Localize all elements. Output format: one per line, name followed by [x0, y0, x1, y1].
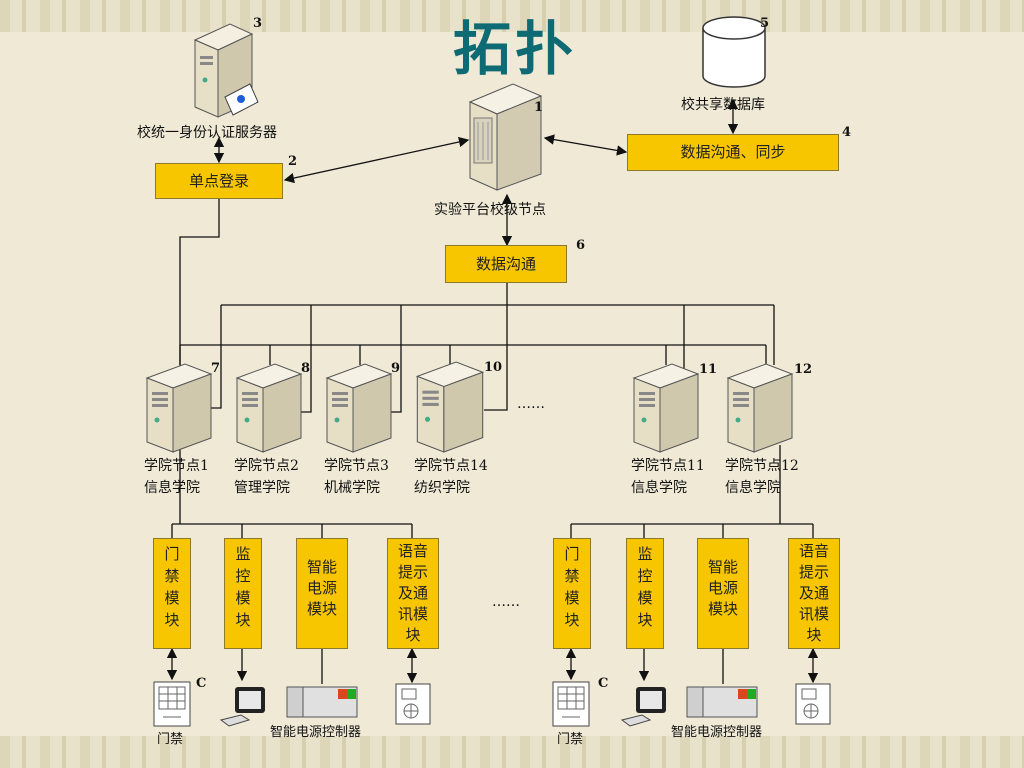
sso-box: 单点登录	[155, 163, 283, 199]
college-name: 机械学院	[324, 480, 380, 496]
ellipsis-colleges: ……	[517, 396, 545, 412]
page-title: 拓扑	[452, 15, 577, 83]
college-server-icon	[415, 361, 485, 453]
platform-server-icon	[468, 83, 543, 191]
college-name: 信息学院	[144, 480, 200, 496]
node-number-8: 8	[301, 361, 311, 376]
module-door-right: 门禁模块	[553, 538, 591, 649]
power-controller-icon	[286, 686, 358, 718]
power-controller-label-left: 智能电源控制器	[270, 725, 362, 740]
module-voice-left: 语音提示及通讯模块	[387, 538, 439, 649]
c-mark-right: C	[598, 676, 609, 691]
college-label: 学院节点3 机械学院	[324, 455, 389, 499]
speaker-phone-icon	[795, 683, 831, 725]
college-label: 学院节点1 信息学院	[144, 455, 209, 499]
database-icon	[702, 16, 766, 88]
college-node-name: 学院节点12	[725, 458, 799, 474]
college-node-name: 学院节点11	[631, 458, 705, 474]
college-name: 管理学院	[234, 480, 290, 496]
node-number-7: 7	[211, 361, 221, 376]
node-number-5: 5	[760, 16, 770, 31]
database-label: 校共享数据库	[681, 97, 765, 113]
college-label: 学院节点2 管理学院	[234, 455, 299, 499]
monitor-camera-icon	[219, 687, 265, 727]
college-node-name: 学院节点1	[144, 458, 209, 474]
sync-box: 数据沟通、同步	[627, 134, 839, 171]
college-node-name: 学院节点14	[414, 458, 488, 474]
college-server-icon	[325, 363, 393, 453]
college-label: 学院节点11 信息学院	[631, 455, 705, 499]
node-number-10: 10	[484, 360, 503, 375]
module-monitor-left: 监控模块	[224, 538, 262, 649]
college-label: 学院节点12 信息学院	[725, 455, 799, 499]
node-number-2: 2	[288, 154, 298, 169]
node-number-4: 4	[842, 125, 852, 140]
power-controller-label-right: 智能电源控制器	[671, 725, 763, 740]
college-label: 学院节点14 纺织学院	[414, 455, 488, 499]
college-node-name: 学院节点3	[324, 458, 389, 474]
module-door-left: 门禁模块	[153, 538, 191, 649]
platform-label: 实验平台校级节点	[434, 202, 546, 218]
college-server-icon	[235, 363, 303, 453]
college-server-icon	[145, 363, 213, 453]
speaker-phone-icon	[395, 683, 431, 725]
node-number-9: 9	[391, 361, 401, 376]
monitor-camera-icon	[620, 687, 666, 727]
module-power-right: 智能电源模块	[697, 538, 749, 649]
module-power-left: 智能电源模块	[296, 538, 348, 649]
door-access-icon	[552, 681, 590, 727]
power-controller-icon	[686, 686, 758, 718]
college-node-name: 学院节点2	[234, 458, 299, 474]
node-number-1: 1	[534, 100, 544, 115]
auth-server-label: 校统一身份认证服务器	[137, 125, 277, 141]
college-name: 纺织学院	[414, 480, 470, 496]
module-monitor-right: 监控模块	[626, 538, 664, 649]
college-name: 信息学院	[631, 480, 687, 496]
door-label-left: 门禁	[157, 732, 184, 747]
door-access-icon	[153, 681, 191, 727]
ellipsis-modules: ……	[492, 594, 520, 610]
module-voice-right: 语音提示及通讯模块	[788, 538, 840, 649]
door-label-right: 门禁	[557, 732, 584, 747]
college-server-icon	[632, 363, 700, 453]
node-number-3: 3	[253, 16, 263, 31]
c-mark-left: C	[196, 676, 207, 691]
decorative-border-top	[0, 0, 1024, 32]
node-number-11: 11	[699, 362, 718, 377]
node-number-6: 6	[576, 238, 586, 253]
node-number-12: 12	[794, 362, 813, 377]
college-server-icon	[726, 363, 794, 453]
data-comm-box: 数据沟通	[445, 245, 567, 283]
college-name: 信息学院	[725, 480, 781, 496]
auth-server-icon	[193, 23, 259, 118]
decorative-border-bottom	[0, 736, 1024, 768]
